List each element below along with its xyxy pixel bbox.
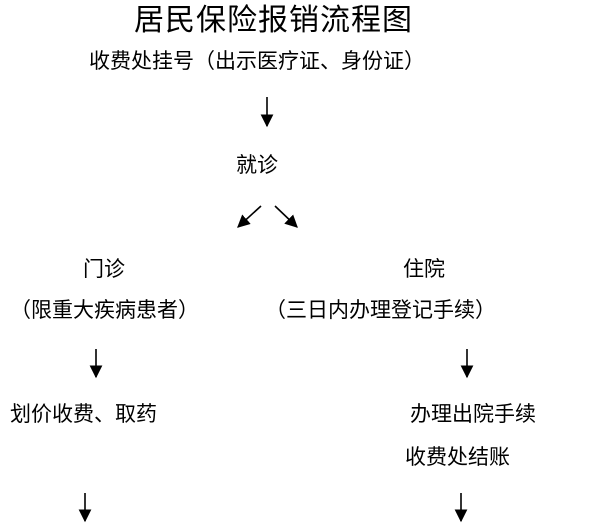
branch-outpatient-note: （限重大疾病患者） [10,298,199,322]
arrow-visit-to-outpatient [237,205,262,228]
step-settlement: 收费处结账 [405,445,510,469]
step-visit: 就诊 [236,153,278,177]
branch-inpatient-note: （三日内办理登记手续） [265,298,496,322]
branch-outpatient: 门诊 [83,257,125,281]
arrow-visit-to-inpatient [274,205,298,228]
step-register: 收费处挂号（出示医疗证、身份证） [89,49,425,73]
branch-inpatient: 住院 [403,257,445,281]
step-discharge: 办理出院手续 [410,402,536,426]
step-pricing: 划价收费、取药 [10,402,157,426]
diagram-title: 居民保险报销流程图 [134,3,413,38]
